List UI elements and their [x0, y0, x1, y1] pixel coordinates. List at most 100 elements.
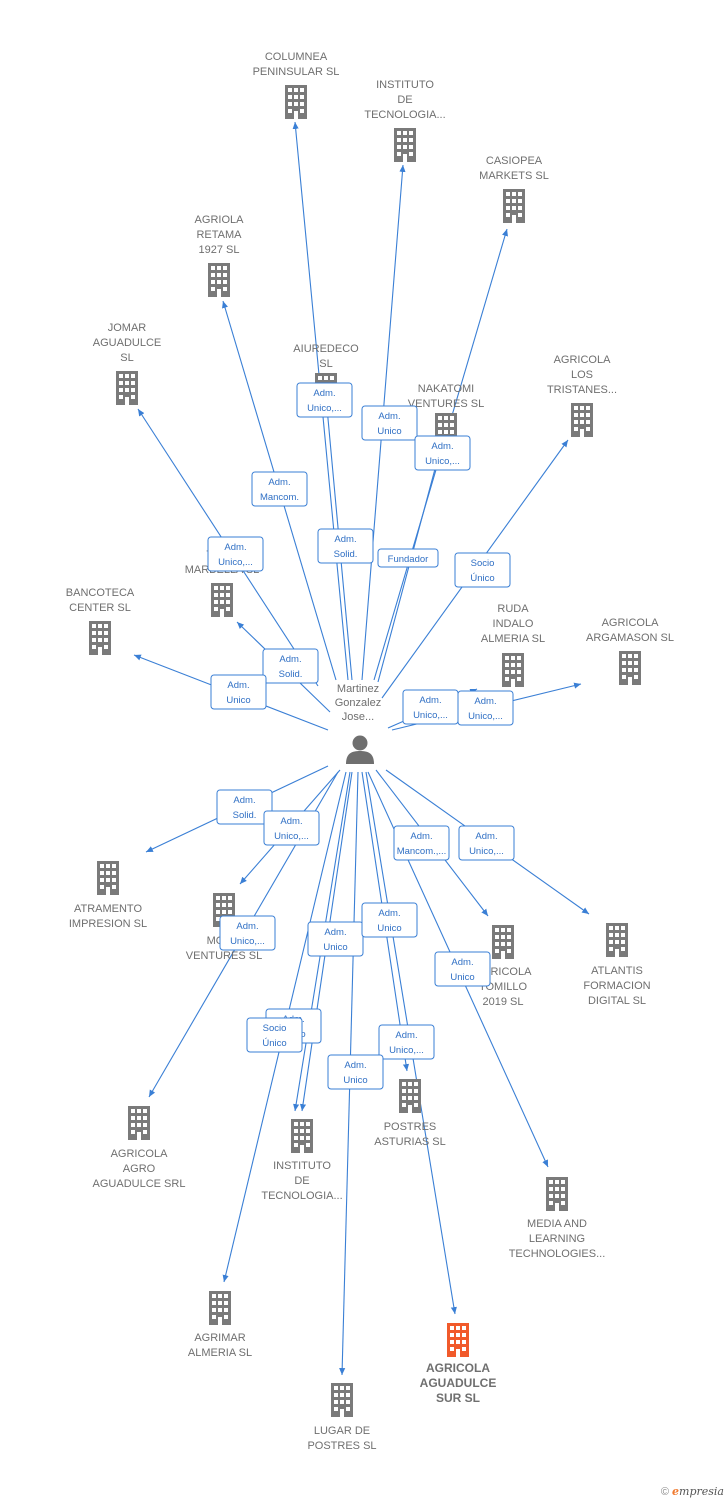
edge-label-text: Adm. — [268, 477, 290, 488]
edge-label-monventures[interactable]: Adm.Unico,... — [263, 810, 320, 846]
building-icon — [503, 189, 525, 223]
edge-label-text: Adm. — [431, 441, 453, 452]
edge-label-text: Adm. — [279, 654, 301, 665]
company-label-line: POSTRES SL — [307, 1440, 376, 1452]
edge-label-tomillo[interactable]: Adm.Mancom.,... — [393, 825, 450, 861]
person-icon — [346, 735, 374, 764]
company-node-media[interactable]: MEDIA ANDLEARNINGTECHNOLOGIES... — [509, 1177, 606, 1260]
edge-label-columnea[interactable]: Adm.Unico,... — [296, 382, 353, 418]
company-label-line: 1927 SL — [199, 244, 240, 256]
edge-label-box — [262, 648, 319, 684]
edge-label-tramarbella[interactable]: Adm.Solid. — [262, 648, 319, 684]
edge-label-media[interactable]: Adm.Unico — [434, 951, 491, 987]
edge-label-box — [216, 789, 273, 825]
edge-label-box — [457, 690, 514, 726]
edge-label-instituto2[interactable]: Adm.Unico — [307, 921, 364, 957]
edge-label-aiuredeco[interactable]: Adm.Solid. — [317, 528, 374, 564]
edge-label-box — [207, 536, 264, 572]
edge-label-text: Adm. — [378, 908, 400, 919]
company-label-line: AGRICOLA — [426, 1361, 490, 1375]
edge-label-atramento[interactable]: Adm.Solid. — [216, 789, 273, 825]
company-label-line: AGRICOLA — [554, 354, 612, 366]
edge-label-box — [458, 825, 515, 861]
edge-label-postres[interactable]: Adm. Unico,... — [378, 1024, 435, 1060]
edge-label-atlantis[interactable]: Adm. Unico,... — [458, 825, 515, 861]
company-label-line: LUGAR DE — [314, 1425, 370, 1437]
edge-label-text: Socio — [263, 1023, 287, 1034]
company-node-aiuredeco[interactable]: AIUREDECO SL — [293, 343, 359, 407]
edge-label-argamason[interactable]: Adm.Unico,... — [457, 690, 514, 726]
edge-label-text: Unico,... — [307, 403, 342, 414]
company-label-line: MARKETS SL — [479, 170, 549, 182]
edge-label-ruda[interactable]: Adm. Unico,... — [402, 689, 459, 725]
edge-label-text: Unico,... — [469, 846, 504, 857]
company-node-atramento[interactable]: ATRAMENTO IMPRESION SL — [69, 861, 147, 930]
edge-label-agroaguadulce[interactable]: Adm.Unico,... — [219, 915, 276, 951]
edge-label-text: Adm. — [419, 695, 441, 706]
edge-label-text: Adm. — [233, 795, 255, 806]
company-label-line: AGUADULCE — [420, 1376, 497, 1390]
company-label-line: MEDIA AND — [527, 1218, 587, 1230]
person-node[interactable]: Martinez Gonzalez Jose... — [335, 683, 381, 764]
company-label-line: 2019 SL — [483, 996, 524, 1008]
building-icon — [331, 1383, 353, 1417]
edge-label-nakatomi[interactable]: Fundador — [377, 548, 439, 568]
company-label-line: CENTER SL — [69, 602, 131, 614]
company-node-tristanes[interactable]: AGRICOLALOSTRISTANES... — [547, 354, 617, 437]
edge-label-box — [378, 1024, 435, 1060]
edge-label-casiopea[interactable]: Adm.Unico,... — [414, 435, 471, 471]
edge-label-text: Adm. — [475, 831, 497, 842]
edge-label-bancoteca[interactable]: Adm.Unico — [210, 674, 267, 710]
edge-label-agriola[interactable]: Adm. Mancom. — [251, 471, 308, 507]
edge-label-text: Unico,... — [413, 710, 448, 721]
company-label-line: IMPRESION SL — [69, 918, 147, 930]
edge-label-text: Adm. — [227, 680, 249, 691]
copyright-symbol: © — [660, 1486, 669, 1498]
company-label-line: LOS — [571, 369, 593, 381]
building-icon — [97, 861, 119, 895]
edge-label-text: Mancom. — [260, 492, 299, 503]
company-node-instituto1[interactable]: INSTITUTODETECNOLOGIA... — [364, 79, 446, 162]
edge-label-text: Adm. — [378, 411, 400, 422]
company-node-lugar[interactable]: LUGAR DE POSTRES SL — [307, 1383, 377, 1452]
edge-label-aguadulcesur[interactable]: Adm.Unico — [361, 902, 418, 938]
company-label-line: SL — [319, 358, 332, 370]
edge-label-box — [377, 548, 439, 568]
company-label-line: AGUADULCE — [93, 337, 161, 349]
edge-labels-layer: Adm.Unico,...Adm.UnicoAdm.Unico,...Adm.M… — [207, 382, 515, 1090]
company-label-line: AIUREDECO — [293, 343, 359, 355]
company-label-line: SUR SL — [436, 1391, 480, 1405]
edge-label-text: Adm. — [395, 1030, 417, 1041]
company-label-line: VENTURES SL — [186, 950, 262, 962]
edge-label-jomar[interactable]: Adm.Unico,... — [207, 536, 264, 572]
company-label-line: ATRAMENTO — [74, 903, 142, 915]
company-label-line: ALMERIA SL — [481, 633, 545, 645]
edge-label-lugar[interactable]: Adm.Unico — [327, 1054, 384, 1090]
company-label-line: TECHNOLOGIES... — [509, 1248, 606, 1260]
edge-label-text: Unico,... — [468, 711, 503, 722]
edge-label-box — [263, 810, 320, 846]
company-label-line: PENINSULAR SL — [253, 66, 340, 78]
company-node-instituto2[interactable]: INSTITUTODETECNOLOGIA... — [261, 1119, 343, 1202]
edge-label-text: Unico — [323, 942, 347, 953]
company-label-line: INDALO — [493, 618, 534, 630]
edge-label-text: Unico,... — [389, 1045, 424, 1056]
edge-label-instituto1[interactable]: Adm.Unico — [361, 405, 418, 441]
brand-logo[interactable]: empresia — [672, 1485, 724, 1498]
